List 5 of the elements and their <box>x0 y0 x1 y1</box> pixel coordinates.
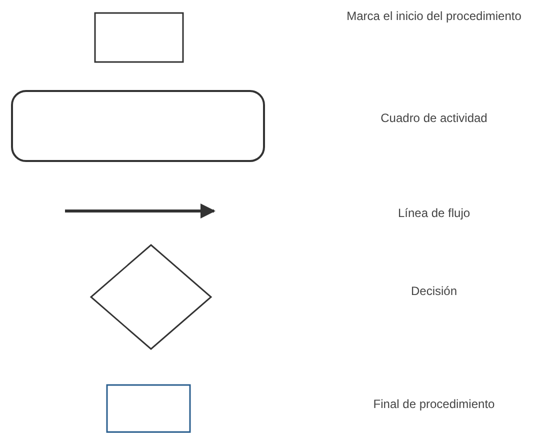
legend-text: Decisión <box>410 284 458 298</box>
legend-text: Final de procedimiento <box>372 397 496 411</box>
legend-text: Línea de flujo <box>396 206 472 220</box>
legend-text: Cuadro de actividad <box>380 111 488 125</box>
legend-text: Marca el inicio del procedimiento <box>346 9 522 23</box>
